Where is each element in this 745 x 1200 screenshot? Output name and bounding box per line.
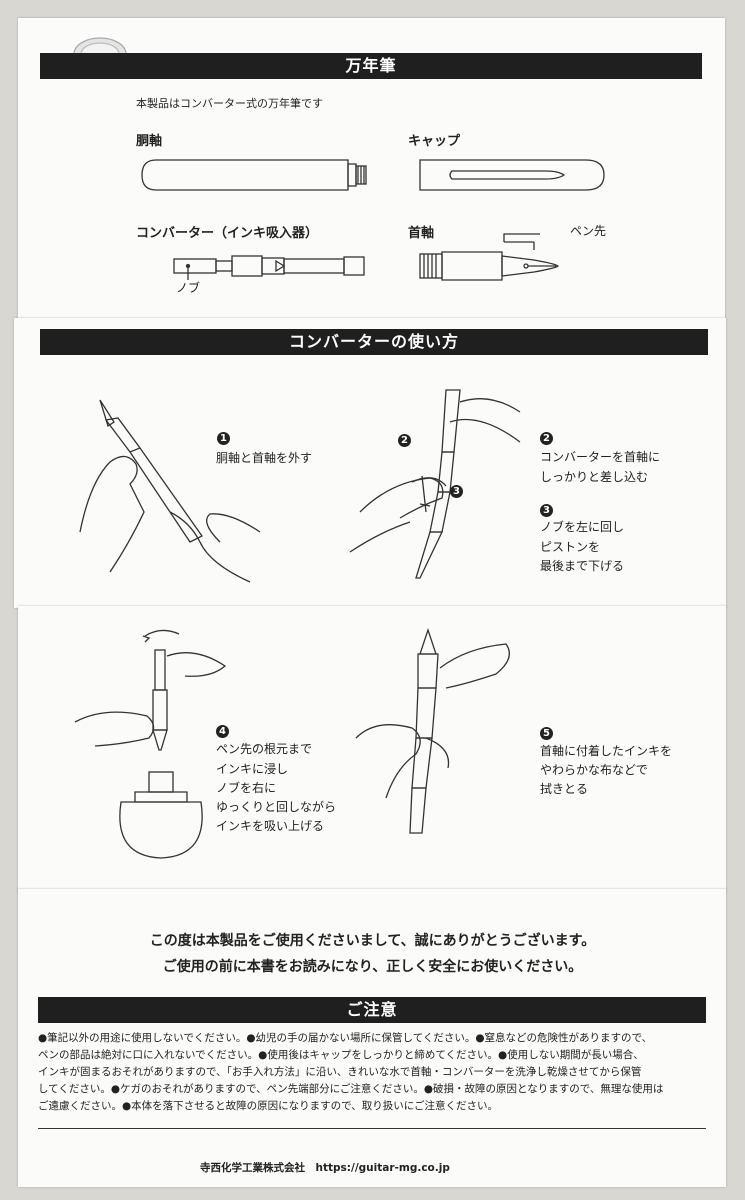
thanks-line2: ご使用の前に本書をお読みになり、正しく安全にお使いください。 <box>162 959 583 975</box>
notice-line2: ペンの部品は絶対に口に入れないでください。●使用後はキャップをしっかりと締めてく… <box>38 1049 644 1061</box>
panel-usage-top <box>14 318 726 608</box>
page-title: 万年筆 <box>345 56 397 75</box>
label-converter: コンバーター（インキ吸入器） <box>136 226 319 241</box>
converter-illustration <box>173 255 365 280</box>
step2-line1: コンバーターを首軸に <box>540 450 661 464</box>
step4-line5: インキを吸い上げる <box>216 819 325 833</box>
thanks-line1: この度は本製品をご使用くださいまして、誠にありがとうございます。 <box>149 933 596 949</box>
step4-badge: 4 <box>216 725 229 738</box>
step4-number: 4 <box>216 722 229 741</box>
usage-title: コンバーターの使い方 <box>288 332 459 351</box>
step5-line3: 拭きとる <box>540 782 589 796</box>
notice-line5: ご遠慮ください。●本体を落下させると故障の原因になりますので、取り扱いにご注意く… <box>38 1100 499 1112</box>
label-knob: ノブ <box>176 281 201 295</box>
step3-line2: ピストンを <box>540 540 601 554</box>
notice-title-bar: ご注意 <box>38 997 706 1023</box>
step4-line4: ゆっくりと回しながら <box>216 800 337 814</box>
notice-title: ご注意 <box>346 1000 398 1019</box>
section-nib-illustration <box>419 233 559 281</box>
step4-line2: インキに浸し <box>216 762 289 776</box>
step1-badge: 1 <box>217 432 230 445</box>
label-barrel: 胴軸 <box>136 134 163 149</box>
step2-number: 2 <box>540 429 553 448</box>
step1-number: 1 <box>217 429 230 448</box>
step1-hands-illustration <box>79 399 261 583</box>
step5-number: 5 <box>540 724 553 743</box>
notice-line3: インキが固まるおそれがありますので、「お手入れ方法」に沿い、きれいな水で首軸・コ… <box>38 1066 642 1078</box>
label-section: 首軸 <box>408 226 435 241</box>
step3-line1: ノブを左に回し <box>540 520 625 534</box>
panel-usage-bottom <box>18 606 726 891</box>
step3-marker: 3 <box>450 482 463 501</box>
step2-badge: 2 <box>540 432 553 445</box>
notice-body: ●筆記以外の用途に使用しないでください。●幼児の手の届かない場所に保管してくださ… <box>38 1030 706 1115</box>
footer-divider <box>38 1128 706 1129</box>
step5-badge: 5 <box>540 727 553 740</box>
step3-badge: 3 <box>540 504 553 517</box>
step3-marker-badge: 3 <box>450 485 463 498</box>
barrel-illustration <box>141 159 367 191</box>
notice-line4: してください。●ケガのおそれがありますので、ペン先端部分にご注意ください。●破損… <box>38 1083 664 1095</box>
step5-wipe-illustration <box>355 627 510 834</box>
label-cap: キャップ <box>408 134 461 149</box>
step5-line1: 首軸に付着したインキを <box>540 744 673 758</box>
step5-line2: やわらかな布などで <box>540 763 648 777</box>
label-nib: ペン先 <box>570 224 607 238</box>
step1-text: 胴軸と首軸を外す <box>216 451 313 465</box>
step2-line2: しっかりと差し込む <box>540 470 649 484</box>
step3-number: 3 <box>540 501 553 520</box>
step4-ink-bottle-illustration <box>74 629 227 859</box>
usage-title-bar: コンバーターの使い方 <box>40 329 708 355</box>
cap-illustration <box>419 159 605 191</box>
step3-line3: 最後まで下げる <box>540 559 625 573</box>
step2-marker: 2 <box>398 431 411 450</box>
step23-hands-illustration <box>349 389 521 579</box>
step2-marker-badge: 2 <box>398 434 411 447</box>
intro-text: 本製品はコンバーター式の万年筆です <box>136 97 323 110</box>
step4-line3: ノブを右に <box>216 781 277 795</box>
footer-company: 寺西化学工業株式会社 https://guitar-mg.co.jp <box>200 1162 450 1174</box>
notice-line1: ●筆記以外の用途に使用しないでください。●幼児の手の届かない場所に保管してくださ… <box>38 1032 653 1044</box>
section-title-bar: 万年筆 <box>40 53 702 79</box>
panel-notice <box>18 889 726 1187</box>
step4-line1: ペン先の根元まで <box>216 742 313 756</box>
